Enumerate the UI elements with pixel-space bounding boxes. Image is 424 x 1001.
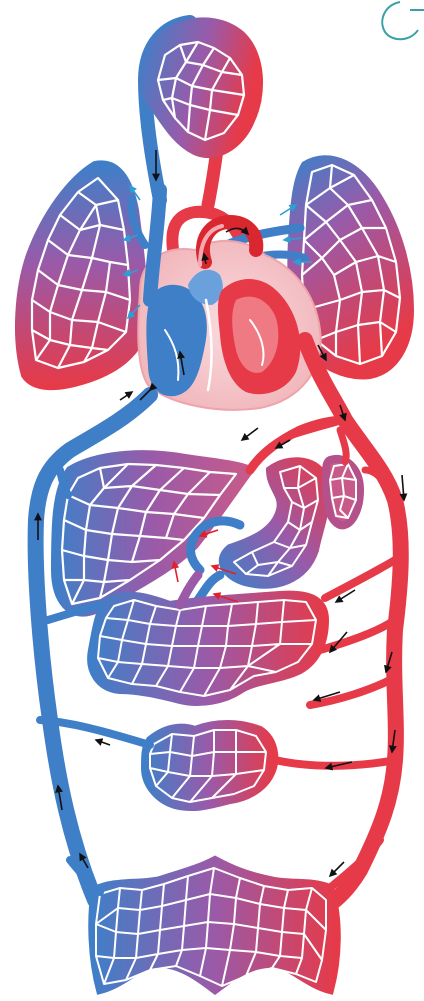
flow-arrow-icon <box>242 428 258 440</box>
kidney-capillary-bed <box>145 724 274 807</box>
legs-capillary-bed <box>92 860 336 990</box>
intestine-capillary-bed <box>91 595 325 702</box>
flow-arrow-icon <box>96 740 110 745</box>
liver-capillary-bed <box>55 454 250 612</box>
corner-decoration <box>382 2 418 39</box>
head-capillary-bed <box>145 22 258 153</box>
flow-arrow-icon <box>402 475 404 500</box>
flow-arrow-icon <box>120 392 132 400</box>
spleen-capillary-bed <box>326 459 360 525</box>
